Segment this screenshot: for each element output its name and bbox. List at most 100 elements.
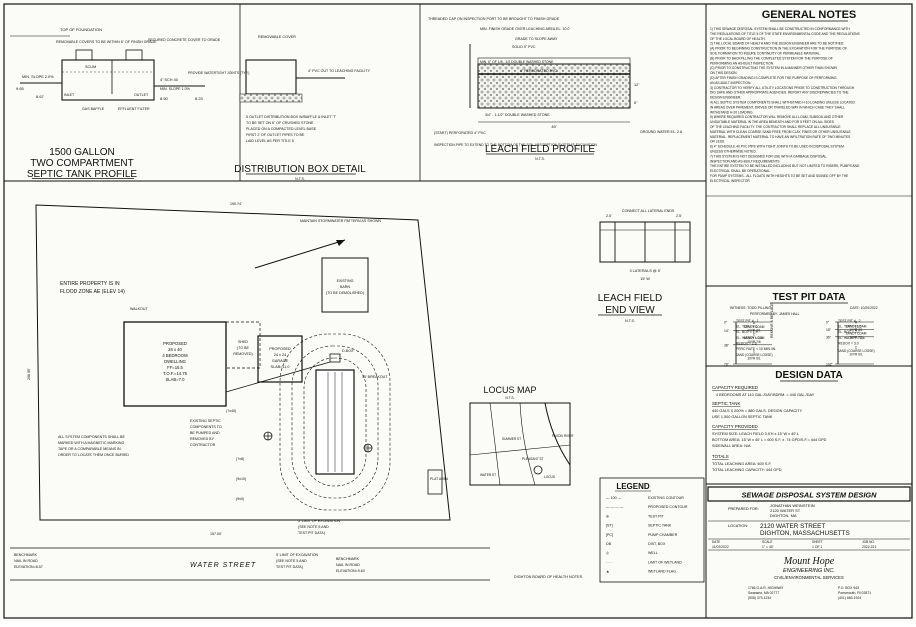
test-pit-depth: 36" bbox=[826, 335, 832, 339]
test-pit-data: TEST PIT DATA WITNESS: TODD PILLING DATE… bbox=[724, 292, 878, 367]
test-pit-horizon-code: C bbox=[753, 349, 756, 353]
general-note-line: 2) THE LOCAL BOARD OF HEALTH AND THE DES… bbox=[710, 42, 844, 46]
septic-min-slope: MIN. SLOPE 2.0% bbox=[22, 75, 54, 79]
septic-elev-3: 8.50 bbox=[160, 96, 169, 101]
general-note-line: OR LESS. bbox=[710, 140, 725, 144]
test-pit-info: REDOX = 2.6 bbox=[736, 341, 757, 345]
locus-pleasant-st: PLEASANT ST bbox=[522, 457, 544, 461]
general-note-line: DIG SAFE AND OTHER APPROPRIATE AGENCIES.… bbox=[710, 91, 849, 95]
septic-effluent-filter: EFFLUENT FILTER bbox=[118, 107, 150, 111]
bound-bottom: 157.00' bbox=[210, 532, 222, 536]
tb-company-phone-2: (401) 683-1924 bbox=[838, 596, 861, 600]
sheet-border bbox=[3, 3, 913, 619]
test-pit-info: REDOX = 3.0 bbox=[838, 341, 859, 345]
septic-tank-profile: TOP OF FOUNDATION REMOVABLE COVERS TO BE… bbox=[10, 27, 249, 180]
test-pit-info: EL. WATER = 2.8 bbox=[736, 336, 763, 340]
title-block-title: SEWAGE DISPOSAL SYSTEM DESIGN bbox=[742, 491, 878, 500]
end-view-dim-b: 2.5' bbox=[676, 214, 682, 218]
tb-job-label: JOB NO. bbox=[862, 540, 875, 544]
design-capacity-required: CAPACITY REQUIRED bbox=[712, 385, 758, 390]
end-view-connect: CONNECT ALL LATERAL ENDS bbox=[622, 209, 675, 213]
septic-secured-cover: SECURED CONCRETE COVER TO GRADE bbox=[148, 38, 221, 42]
stormwater-arrow bbox=[254, 239, 346, 269]
test-pit-info: EL. BOT = 2.2 bbox=[838, 330, 860, 334]
septic-elev-1: 9.65 bbox=[16, 86, 25, 91]
design-prov-line-2: BOTTOM AREA: 15' W x 40' L = 600 S.F. x … bbox=[712, 438, 827, 442]
general-note-line: FOR PUMP SYSTEMS - ALL FLOATS WITH HEIGH… bbox=[710, 174, 849, 178]
general-note-line: OF THE LEACHING FACILITY. THE CONTRACTOR… bbox=[710, 125, 841, 129]
test-pit-soil: SAND (COARSE LOOSE) bbox=[735, 353, 772, 357]
end-view-width: 15' W bbox=[640, 277, 650, 281]
legend-label: EXISTING CONTOUR bbox=[648, 496, 684, 500]
general-note-line: DESIGN ENGINEER. bbox=[710, 96, 741, 100]
proposed-dwelling bbox=[123, 321, 227, 407]
design-prov-line-3: SIDEWALL AREA: N/A bbox=[712, 444, 751, 448]
design-tank-line-1: 440 GALS X 200% = 880 GALS. DESIGN CAPAC… bbox=[712, 409, 803, 413]
plat-area-label: PLAT AREA bbox=[430, 477, 449, 481]
general-note-line: WITHSTAND H-20 LOADING. bbox=[710, 110, 754, 114]
limit-note-2: (SEE NOTE 5 AND bbox=[298, 525, 329, 529]
dbox-shape bbox=[245, 59, 297, 95]
test-pit-depth: 70" bbox=[724, 363, 730, 367]
dbox-plan bbox=[329, 353, 341, 363]
test-pit-horizon-code: C bbox=[855, 345, 858, 349]
test-pit-soil: SANDY LOAM bbox=[744, 336, 765, 340]
dwelling-label-3: 4 BEDROOM bbox=[162, 353, 188, 358]
shed-label-1: SHED bbox=[238, 340, 248, 344]
test-pit-1-log: TEST PIT # - 1EL. TOP = 9.6EL. BOT = 1.9… bbox=[724, 319, 776, 367]
test-pit-2-log: TEST PIT # - 2EL. TOP = 10.5EL. BOT = 2.… bbox=[826, 319, 875, 367]
legend-label: DIST. BOX bbox=[648, 542, 666, 546]
septic-title-2: TWO COMPARTMENT bbox=[30, 158, 134, 169]
dbox-note-3: PLACED ON A COMPACTED LEVEL BASE bbox=[246, 127, 317, 131]
leach-perforated: 4" PERFORATED PVC bbox=[520, 69, 557, 73]
general-note-line: (A) PRIOR TO BEGINNING CONSTRUCTION IN T… bbox=[710, 47, 847, 51]
legend-label: WETLAND FLAG bbox=[648, 570, 676, 574]
leach-solid-pvc: SOLID 4" PVC bbox=[512, 45, 536, 49]
general-note-line: THE ENTIRE SYSTEM TO BE INSTALLED INCLUD… bbox=[710, 164, 860, 168]
walkout-label: WALKOUT bbox=[130, 307, 148, 311]
elev-label-a: (7x40) bbox=[226, 409, 236, 413]
components-note-1: ALL SYSTEM COMPONENTS SHALL BE bbox=[58, 435, 125, 439]
dbox-pvc-outlet: 4" PVC OUT TO LEACHING FACILITY bbox=[308, 69, 371, 73]
general-note-line: MATERIAL WITH CLEAN COARSE SAND FREE FRO… bbox=[710, 130, 852, 134]
legend-sample: [ST] bbox=[606, 524, 613, 528]
test-pit-depth: 102" bbox=[826, 363, 834, 367]
flood-note-2: FLOOD ZONE AE (ELEV 14) bbox=[60, 289, 125, 295]
dwelling-label-7: SLAB=7.0 bbox=[166, 377, 186, 382]
leach-dim-40: 40' bbox=[551, 124, 556, 129]
test-pit-info: EL. TOP = 9.6 bbox=[736, 325, 758, 329]
tb-job-value: 2022-221 bbox=[862, 545, 876, 549]
leach-grade-slope: GRADE TO SLOPE AWAY bbox=[515, 37, 558, 41]
site-plan: 190.74' 208.95' 157.00' ENTIRE PROPERTY … bbox=[10, 202, 490, 581]
leach-stone-bed bbox=[477, 63, 631, 109]
design-cap-req-line: 4 BEDROOMS AT 110 GAL./DAY/BDRM. = 440 G… bbox=[716, 393, 815, 397]
tb-scale-label: SCALE bbox=[762, 540, 772, 544]
design-data: DESIGN DATA CAPACITY REQUIRED 4 BEDROOMS… bbox=[712, 370, 843, 472]
leach-field-profile: THREADED CAP ON INSPECTION PORT TO BE BR… bbox=[428, 17, 682, 161]
test-pit-horizon-code: A bbox=[855, 321, 858, 325]
test-pit-title: TEST PIT DATA bbox=[773, 292, 846, 303]
test-pit-soil: SANDY LOAM bbox=[846, 332, 867, 336]
plat-area bbox=[427, 469, 443, 495]
end-view-title-2: END VIEW bbox=[605, 305, 655, 316]
dwelling-label-2: 26 x 40 bbox=[168, 347, 182, 352]
test-pit-depth: 18" bbox=[826, 328, 832, 332]
septic-elev-2: 8.67 bbox=[36, 94, 45, 99]
general-note-line: (C) PRIOR TO CONSTRUCTING THE SYSTEM IN … bbox=[710, 66, 838, 70]
existing-septic-note-1: EXISTING SEPTIC bbox=[190, 419, 221, 423]
general-note-line: 3) CONTRACTOR TO VERIFY ALL UTILITY LOCA… bbox=[710, 86, 855, 90]
bound-top: 190.74' bbox=[230, 202, 242, 206]
proposed-contour-3 bbox=[279, 333, 391, 511]
dbox-nts: N.T.S. bbox=[295, 177, 305, 181]
legend-items: — 100 —EXISTING CONTOUR— — — —PROPOSED C… bbox=[606, 496, 688, 574]
design-prov-line-1: SYSTEM SIZE: LEACH FIELD 0.5'H x 15' W x… bbox=[712, 432, 799, 436]
dbox-note-4: FIRST 2' OF OUTLET PIPES TO BE bbox=[246, 133, 305, 137]
general-note-line: ON THIS DESIGN. bbox=[710, 71, 737, 75]
general-note-line: MATERIAL. REPLACEMENT MATERIAL TO HAVE A… bbox=[710, 135, 851, 139]
legend: LEGEND — 100 —EXISTING CONTOUR— — — —PRO… bbox=[599, 477, 705, 583]
barn-label-2: BARN bbox=[340, 285, 350, 289]
general-note-line: (D) AFTER FINISH GRADING IS COMPLETE FOR… bbox=[710, 76, 837, 80]
benchmark-2-line-1: BENCHMARK bbox=[336, 557, 360, 561]
